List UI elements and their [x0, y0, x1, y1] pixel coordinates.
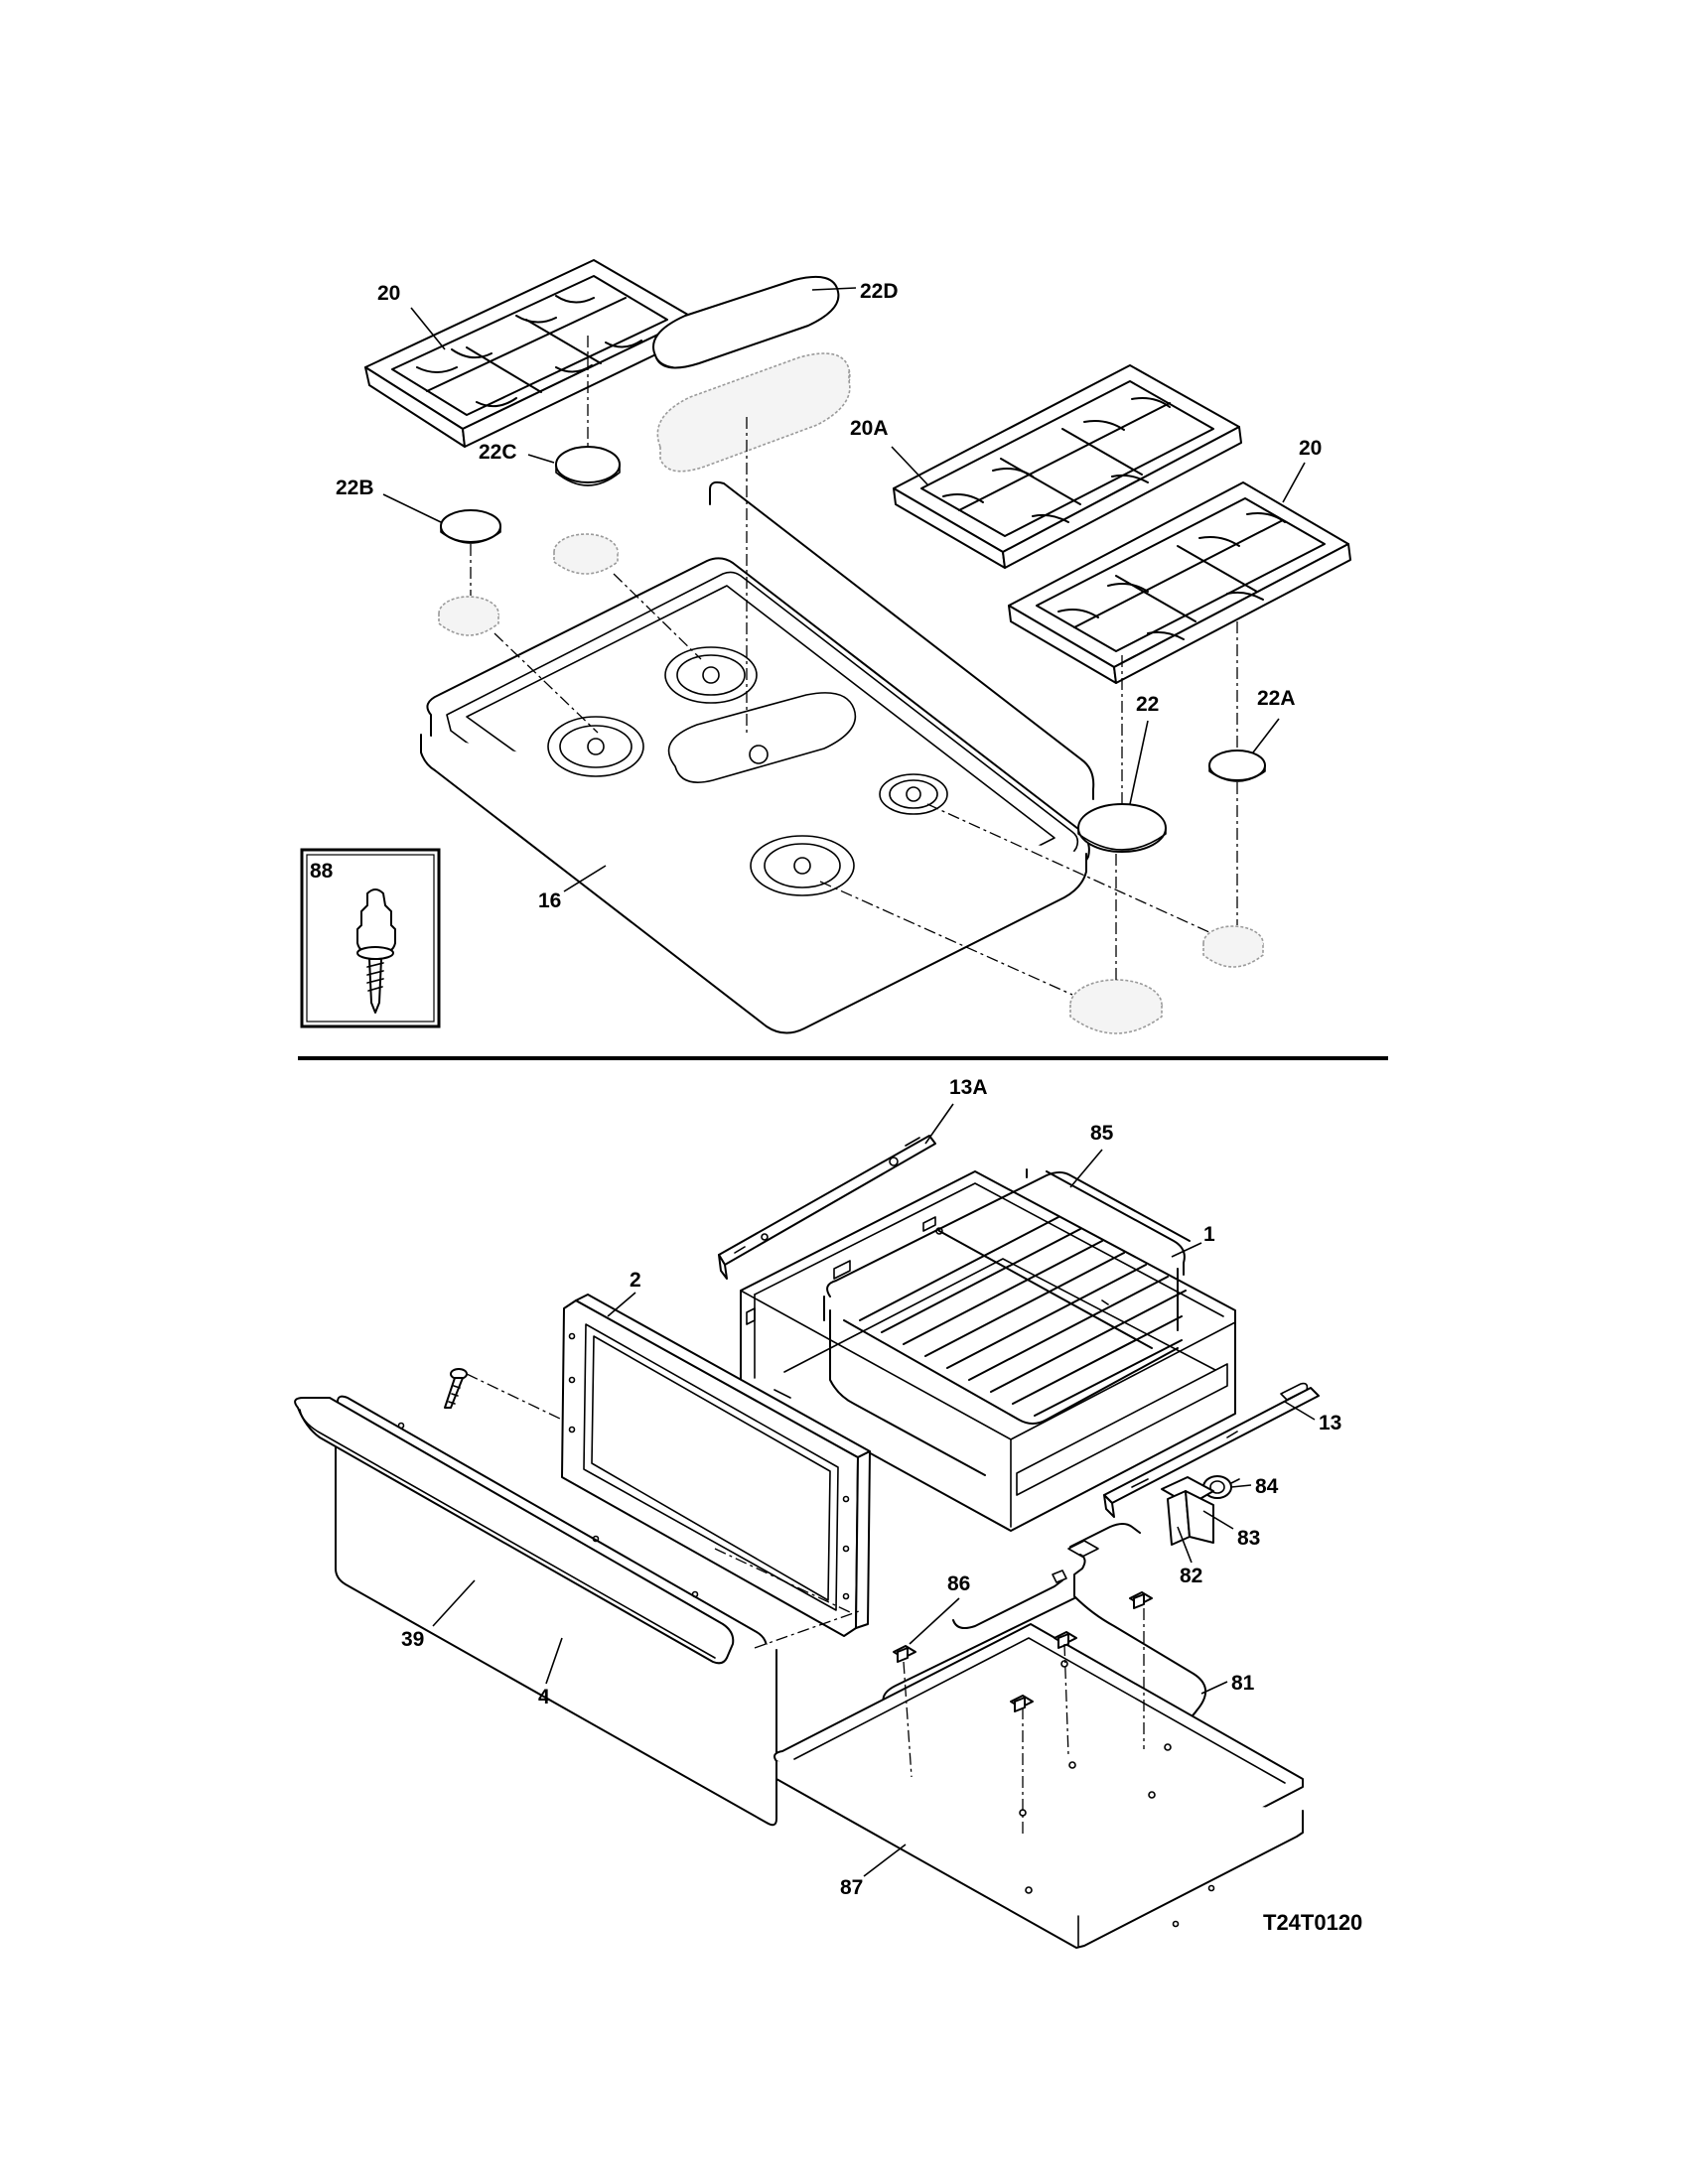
cooktop [420, 480, 1095, 1034]
callout-83: 83 [1237, 1527, 1260, 1550]
callout-84: 84 [1255, 1475, 1279, 1498]
callout-13A: 13A [949, 1076, 988, 1099]
callout-87: 87 [840, 1876, 863, 1899]
callout-82: 82 [1180, 1565, 1202, 1587]
drawer-bottom-pan [774, 1623, 1304, 1949]
sensor-bracket [1161, 1476, 1214, 1546]
oven-rack [823, 1168, 1191, 1476]
callout-85: 85 [1090, 1122, 1114, 1145]
burner-head-right-rear [1202, 925, 1264, 968]
callout-22C: 22C [479, 441, 517, 464]
alignment-lines [470, 336, 1238, 996]
oval-burner-cap [652, 276, 840, 369]
burner-cap-22B [440, 509, 501, 544]
callout-81: 81 [1231, 1672, 1255, 1695]
element-clip [1010, 1695, 1034, 1712]
callout-22: 22 [1136, 693, 1159, 716]
shoulder-screw [356, 888, 396, 1014]
callout-2: 2 [630, 1269, 641, 1292]
drawer-alignment-lines [466, 1373, 863, 1649]
left-drawer-slide [718, 1135, 936, 1280]
drawer-screw [444, 1368, 468, 1409]
oval-burner-head [656, 352, 851, 473]
callout-22B: 22B [336, 477, 374, 499]
drawing-number: T24T0120 [1263, 1910, 1362, 1935]
burner-head-lower-left [438, 596, 499, 636]
callout-20-left-grate: 20 [377, 282, 400, 305]
left-grate [364, 259, 696, 448]
burner-cap-22 [1077, 803, 1167, 853]
burner-cap-22A [1208, 750, 1266, 782]
element-clip [1054, 1631, 1077, 1649]
pan-alignment-lines [903, 1608, 1145, 1835]
right-drawer-slide [1103, 1382, 1320, 1518]
callout-39: 39 [401, 1628, 424, 1651]
callout-88: 88 [310, 860, 334, 883]
inset-box-88 [300, 848, 441, 1028]
drawer-handle [294, 1397, 735, 1665]
callout-20-right-grate: 20 [1299, 437, 1322, 460]
callout-22A: 22A [1257, 687, 1296, 710]
callout-16: 16 [538, 889, 561, 912]
callout-86: 86 [947, 1572, 970, 1595]
front-right-grate [1008, 481, 1351, 684]
burner-head-upper-left [553, 533, 619, 575]
callout-13: 13 [1319, 1412, 1341, 1434]
callout-22D: 22D [860, 280, 899, 303]
callout-1: 1 [1203, 1223, 1215, 1246]
drawer-inner-panel [561, 1294, 871, 1637]
burner-cap-22C [555, 446, 621, 486]
rear-right-grate [893, 364, 1242, 569]
callout-4: 4 [538, 1686, 550, 1708]
burner-head-right-front [1069, 979, 1163, 1034]
element-clip [893, 1645, 916, 1663]
leader-lines [382, 287, 1316, 1877]
callout-20A: 20A [850, 417, 889, 440]
element-clip [1129, 1591, 1153, 1609]
